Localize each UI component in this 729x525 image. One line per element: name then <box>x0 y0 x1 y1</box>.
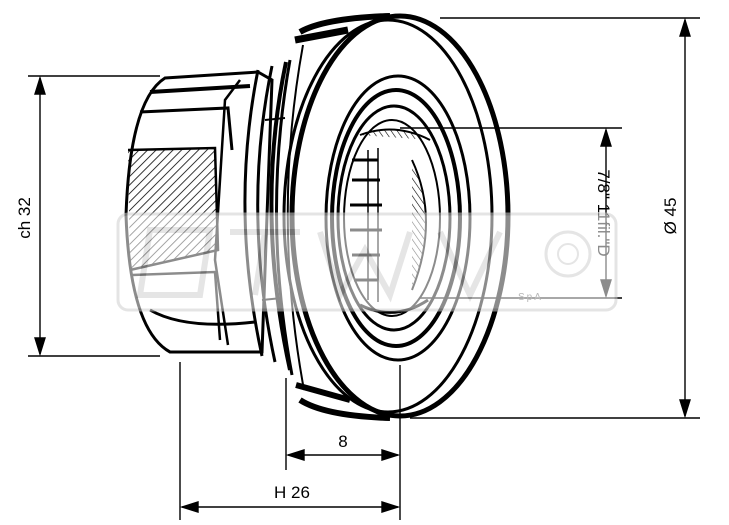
label-depth: 8 <box>338 432 347 451</box>
dim-height <box>179 362 401 520</box>
dim-ch32 <box>28 75 160 357</box>
dim-depth <box>285 365 401 470</box>
dim-diameter <box>410 17 700 419</box>
watermark-logo <box>116 212 618 312</box>
watermark-suffix: SpA <box>518 292 543 303</box>
label-height: H 26 <box>274 483 310 502</box>
label-diameter: Ø 45 <box>661 198 680 235</box>
label-ch32: ch 32 <box>15 197 34 239</box>
